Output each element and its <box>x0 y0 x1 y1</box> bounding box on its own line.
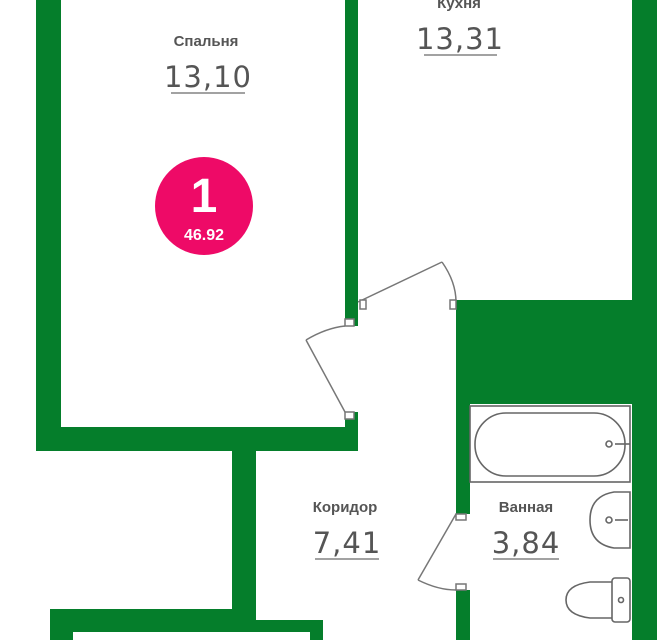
wall-bath-left-lower <box>456 590 470 640</box>
wall-kitchen-bottom <box>456 300 657 404</box>
wall-bedroom-bottom <box>36 427 357 451</box>
room-bathroom-name: Ванная <box>499 499 553 516</box>
room-corridor-name: Коридор <box>313 499 378 516</box>
wall-bedroom-kitchen <box>345 0 358 300</box>
badge-total-area: 46.92 <box>184 227 224 244</box>
door-kitchen <box>357 261 457 310</box>
badge-circle <box>155 157 253 255</box>
walls <box>36 0 657 640</box>
room-bedroom-area: 13,10 <box>164 60 252 94</box>
sink-icon <box>589 491 631 549</box>
room-bathroom: Ванная 3,84 <box>492 499 561 560</box>
room-bathroom-area: 3,84 <box>492 526 561 560</box>
door-bedroom <box>305 318 355 420</box>
room-bedroom-name: Спальня <box>174 33 239 50</box>
door-bathroom <box>417 513 467 591</box>
wall-left-outer <box>36 0 61 451</box>
wall-bedroom-corridor-lower <box>345 412 358 451</box>
room-kitchen-name: Кухня <box>437 0 481 12</box>
wall-corridor-left <box>232 440 256 640</box>
toilet-icon <box>565 577 631 623</box>
bathtub-icon <box>469 405 631 483</box>
lower-room-floor <box>73 632 310 640</box>
room-kitchen-area: 13,31 <box>416 22 504 56</box>
room-corridor-area: 7,41 <box>313 526 382 560</box>
room-corridor: Коридор 7,41 <box>313 499 382 560</box>
badge-rooms-count: 1 <box>191 170 218 223</box>
wall-bath-left-upper <box>456 300 470 514</box>
room-bedroom: Спальня 13,10 <box>164 33 252 94</box>
room-kitchen: Кухня 13,31 <box>416 0 504 56</box>
apartment-badge: 1 46.92 <box>155 157 253 255</box>
